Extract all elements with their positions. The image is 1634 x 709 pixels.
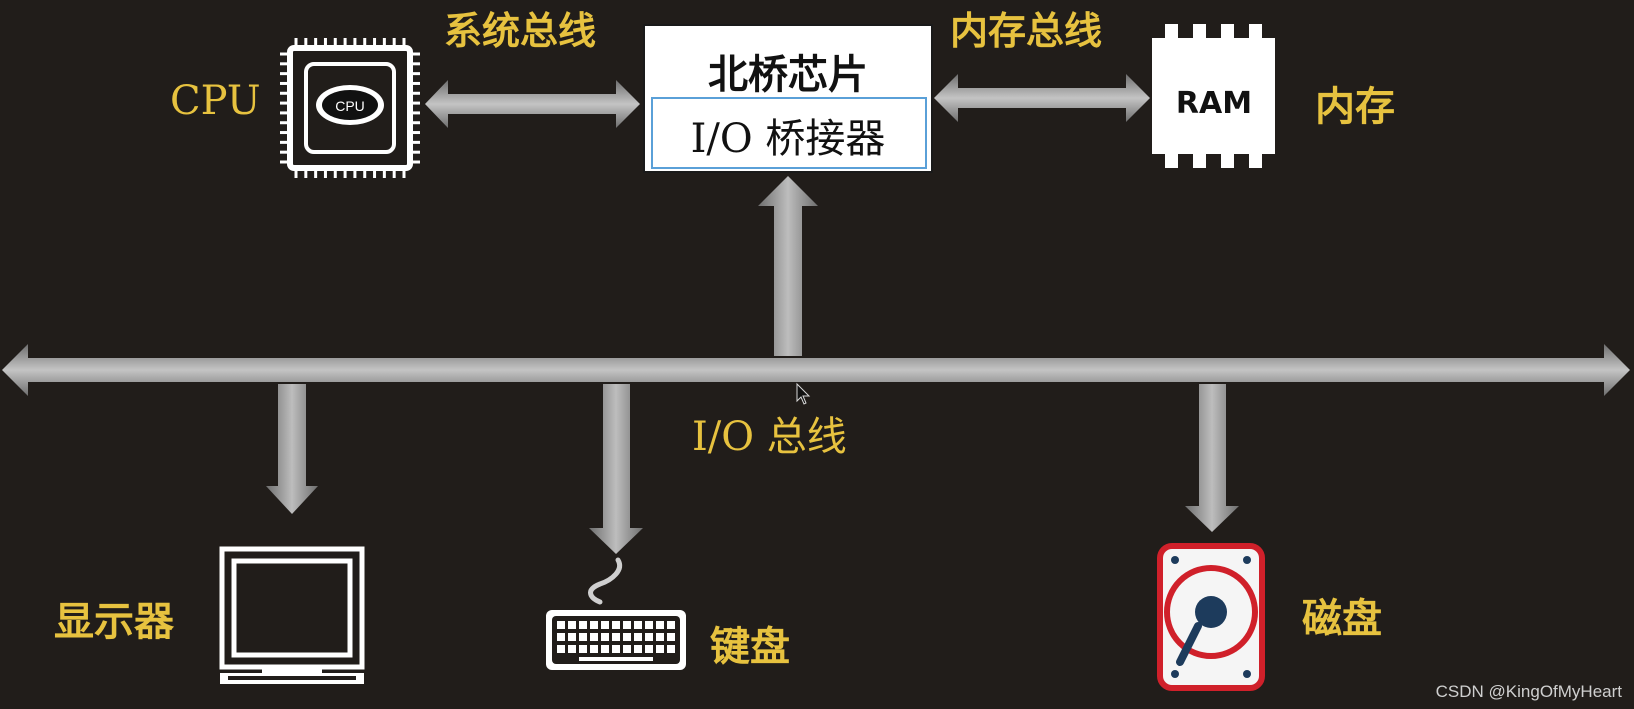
keyboard-down-arrow [589,384,643,554]
cpu-chip-icon: CPU [280,38,420,178]
keyboard-label: 键盘 [710,624,790,670]
monitor-down-arrow [266,384,318,514]
northbridge-title: 北桥芯片 [708,52,868,98]
ram-chip-icon: RAM [1152,24,1275,168]
disk-label: 磁盘 [1302,596,1382,642]
monitor-icon [219,546,365,684]
cpu-label: CPU [170,78,261,124]
ram-label: 内存 [1315,84,1395,130]
cpu-chip-text: CPU [335,98,365,114]
io-bus-label: I/O 总线 [692,414,847,460]
watermark-text: CSDN @KingOfMyHeart [1436,682,1623,701]
ram-chip-text: RAM [1176,86,1252,121]
northbridge-box [643,24,933,173]
cursor-icon [796,382,811,405]
io-bridge-up-arrow [758,176,818,356]
disk-down-arrow [1185,384,1239,532]
northbridge-subtitle: I/O 桥接器 [691,116,886,162]
keyboard-icon [546,557,686,670]
hard-disk-icon [1157,543,1265,691]
memory-bus-arrow [934,74,1150,122]
monitor-label: 显示器 [54,599,175,645]
memory-bus-label: 内存总线 [950,9,1102,53]
io-bus-arrow [2,344,1630,396]
system-bus-arrow [425,80,640,128]
system-bus-label: 系统总线 [444,9,596,53]
